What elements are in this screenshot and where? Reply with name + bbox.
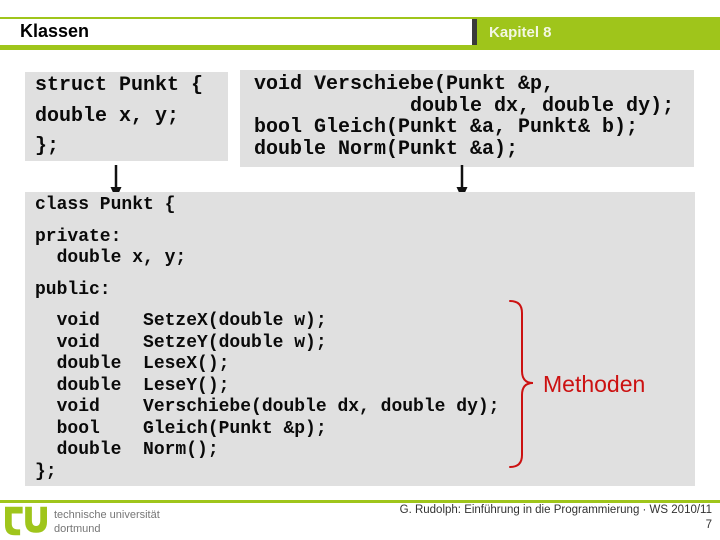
code-line: }; xyxy=(35,135,60,158)
code-line: struct Punkt { xyxy=(35,74,204,97)
tu-dortmund-logo-icon xyxy=(5,506,47,536)
chapter-label: Kapitel 8 xyxy=(489,24,552,41)
curly-brace-icon xyxy=(509,300,534,468)
course-credit: G. Rudolph: Einführung in die Programmie… xyxy=(399,504,712,516)
code-line: double x, y; xyxy=(35,248,187,268)
university-name: technische universität dortmund xyxy=(54,508,160,536)
code-line: double dx, double dy); xyxy=(254,94,675,118)
code-line: class Punkt { xyxy=(35,195,176,215)
methoden-annotation: Methoden xyxy=(543,371,646,397)
code-line: private: xyxy=(35,226,122,247)
header-top-rule xyxy=(0,17,720,19)
code-line: double Norm(); xyxy=(35,440,219,460)
header-bottom-rule xyxy=(0,45,720,50)
code-line xyxy=(35,217,695,227)
class-code-box: class Punkt { private: double x, y; public… xyxy=(25,192,695,486)
code-line: void Verschiebe(Punkt &p, xyxy=(254,73,555,96)
code-line xyxy=(35,127,228,136)
code-line: }; xyxy=(35,461,57,482)
code-line: double LeseY(); xyxy=(35,375,230,396)
chapter-badge: Kapitel 8 xyxy=(477,19,720,45)
functions-code-box: void Verschiebe(Punkt &p, double dx, dou… xyxy=(240,70,694,167)
footer-rule xyxy=(0,500,720,503)
footer-credit: G. Rudolph: Einführung in die Programmie… xyxy=(400,503,712,533)
code-line: double LeseX(); xyxy=(35,354,230,374)
code-line: public: xyxy=(35,279,111,300)
page-title: Klassen xyxy=(20,21,90,41)
code-line xyxy=(35,301,695,311)
code-line: void SetzeY(double w); xyxy=(35,332,327,353)
code-line xyxy=(35,270,695,280)
chapter-box-edge xyxy=(472,19,477,45)
code-line: bool Gleich(Punkt &a, Punkt& b); xyxy=(254,116,639,139)
university-name-line2: dortmund xyxy=(54,523,101,535)
page-number: 7 xyxy=(705,519,712,531)
struct-code-box: struct Punkt { double x, y;}; xyxy=(25,72,228,161)
code-line: void SetzeX(double w); xyxy=(35,311,327,331)
code-line: void Verschiebe(double dx, double dy); xyxy=(35,397,500,417)
university-name-line1: technische universität xyxy=(54,509,160,521)
code-line: double x, y; xyxy=(35,104,180,128)
code-line: double Norm(Punkt &a); xyxy=(254,137,519,161)
code-line: bool Gleich(Punkt &p); xyxy=(35,418,327,439)
